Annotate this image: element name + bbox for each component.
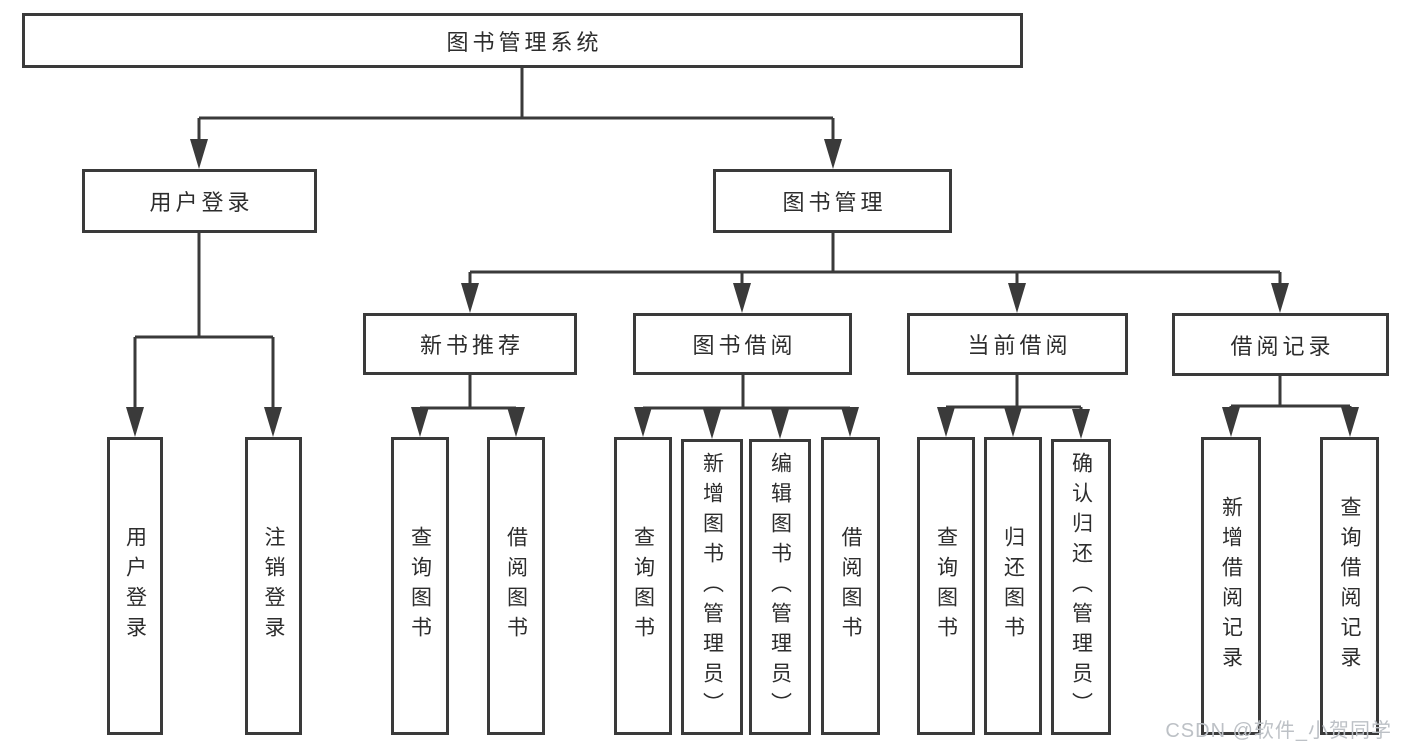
node-borrow-book-2: 借阅图书 bbox=[821, 437, 880, 735]
node-query-book-3: 查询图书 bbox=[917, 437, 975, 735]
node-label-edit-book-admin: 编辑图书（管理员） bbox=[768, 452, 792, 722]
node-query-borrow-record: 查询借阅记录 bbox=[1320, 437, 1379, 735]
node-edit-book-admin: 编辑图书（管理员） bbox=[749, 439, 811, 735]
node-label-new-book-recommend: 新书推荐 bbox=[419, 333, 524, 358]
node-label-book-borrowing: 图书借阅 bbox=[692, 333, 797, 358]
node-add-book-admin: 新增图书（管理员） bbox=[681, 439, 743, 735]
node-label-borrowing-records: 借阅记录 bbox=[1230, 333, 1335, 359]
node-label-logout: 注销登录 bbox=[262, 526, 285, 646]
node-label-borrow-book-1: 借阅图书 bbox=[504, 526, 528, 646]
node-label-query-book-2: 查询图书 bbox=[631, 526, 655, 646]
node-label-add-borrow-record: 新增借阅记录 bbox=[1219, 496, 1243, 676]
arrowhead-shapes bbox=[126, 139, 1359, 439]
node-query-book-2: 查询图书 bbox=[614, 437, 672, 735]
node-current-borrowing: 当前借阅 bbox=[907, 313, 1128, 375]
node-label-borrow-book-2: 借阅图书 bbox=[839, 526, 862, 646]
node-logout: 注销登录 bbox=[245, 437, 302, 735]
node-user-login: 用户登录 bbox=[107, 437, 163, 735]
node-label-query-book-1: 查询图书 bbox=[408, 526, 432, 646]
node-add-borrow-record: 新增借阅记录 bbox=[1201, 437, 1261, 735]
node-label-root: 图书管理系统 bbox=[446, 29, 603, 55]
node-label-user-login: 用户登录 bbox=[123, 526, 147, 646]
node-label-user-login-group: 用户登录 bbox=[149, 190, 254, 215]
node-book-management: 图书管理 bbox=[713, 169, 952, 233]
node-label-query-book-3: 查询图书 bbox=[934, 526, 958, 646]
node-new-book-recommend: 新书推荐 bbox=[363, 313, 577, 375]
node-return-book: 归还图书 bbox=[984, 437, 1042, 735]
node-label-add-book-admin: 新增图书（管理员） bbox=[700, 452, 724, 722]
watermark: CSDN @软件_小贺同学 bbox=[1165, 720, 1392, 742]
node-user-login-group: 用户登录 bbox=[82, 169, 317, 233]
node-root: 图书管理系统 bbox=[22, 13, 1023, 68]
node-label-query-borrow-record: 查询借阅记录 bbox=[1338, 496, 1361, 676]
node-query-book-1: 查询图书 bbox=[391, 437, 449, 735]
node-label-book-management: 图书管理 bbox=[782, 190, 887, 215]
node-confirm-return-admin: 确认归还（管理员） bbox=[1051, 439, 1111, 735]
node-borrowing-records: 借阅记录 bbox=[1172, 313, 1389, 376]
node-label-current-borrowing: 当前借阅 bbox=[967, 333, 1072, 358]
node-book-borrowing: 图书借阅 bbox=[633, 313, 852, 375]
node-label-return-book: 归还图书 bbox=[1001, 526, 1025, 646]
node-borrow-book-1: 借阅图书 bbox=[487, 437, 545, 735]
node-label-confirm-return-admin: 确认归还（管理员） bbox=[1069, 452, 1093, 722]
